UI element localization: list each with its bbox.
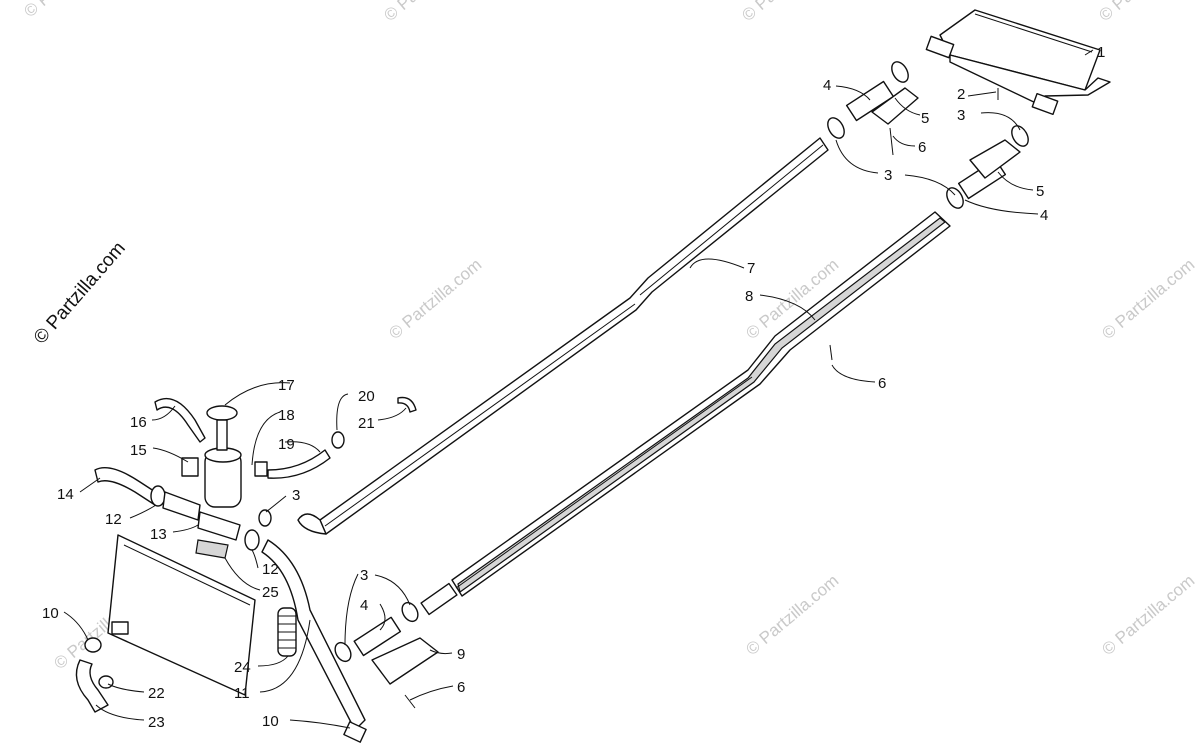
callout-3: 3 — [884, 167, 892, 184]
callout-17: 17 — [278, 377, 295, 394]
callout-18: 18 — [278, 407, 295, 424]
callout-5: 5 — [1036, 183, 1044, 200]
callout-3: 3 — [957, 107, 965, 124]
callout-4: 4 — [360, 597, 368, 614]
callout-24: 24 — [234, 659, 251, 676]
callout-25: 25 — [262, 584, 279, 601]
part-cooling-tube-8 — [420, 211, 951, 616]
callout-5: 5 — [921, 110, 929, 127]
callout-1: 1 — [1097, 44, 1105, 61]
callout-3: 3 — [360, 567, 368, 584]
watermark: © Partzilla.com — [1095, 0, 1195, 25]
watermark: © Partzilla.com — [1098, 255, 1198, 343]
part-coupler-bottom — [334, 601, 439, 709]
part-cooling-tube-7 — [297, 137, 829, 535]
callout-19: 19 — [278, 436, 295, 453]
part-spring — [277, 607, 297, 657]
callout-13: 13 — [150, 526, 167, 543]
callout-10: 10 — [262, 713, 279, 730]
callout-20: 20 — [358, 388, 375, 405]
part-radiator — [107, 534, 256, 696]
callout-6: 6 — [918, 139, 926, 156]
callout-6: 6 — [878, 375, 886, 392]
watermark: © Partzilla.com — [20, 0, 120, 21]
watermark: © Partzilla.com — [385, 255, 485, 343]
part-coolant-bottle — [154, 396, 417, 508]
callout-21: 21 — [358, 415, 375, 432]
part-tee-fitting — [94, 467, 272, 559]
part-coupler-lower — [829, 88, 1029, 361]
part-coupler-upper — [827, 61, 919, 156]
watermark: © Partzilla.com — [1098, 571, 1198, 659]
callout-4: 4 — [823, 77, 831, 94]
watermark: © Partzilla.com — [380, 0, 480, 25]
callout-2: 2 — [957, 86, 965, 103]
callout-4: 4 — [1040, 207, 1048, 224]
callout-3: 3 — [292, 487, 300, 504]
watermark: © Partzilla.com — [742, 571, 842, 659]
credit-text: © Partzilla.com — [30, 238, 130, 348]
callout-23: 23 — [148, 714, 165, 731]
leader-lines — [63, 49, 1094, 729]
callout-group: 1 2 3 4 5 6 3 5 4 7 8 6 17 20 16 18 21 1… — [42, 44, 1105, 731]
callout-12: 12 — [262, 561, 279, 578]
callout-7: 7 — [747, 260, 755, 277]
part-heat-exchanger — [925, 9, 1111, 116]
part-hose-11 — [261, 539, 367, 743]
callout-10: 10 — [42, 605, 59, 622]
callout-15: 15 — [130, 442, 147, 459]
callout-16: 16 — [130, 414, 147, 431]
callout-9: 9 — [457, 646, 465, 663]
callout-8: 8 — [745, 288, 753, 305]
callout-22: 22 — [148, 685, 165, 702]
watermark: © Partzilla.com — [738, 0, 838, 25]
callout-11: 11 — [234, 685, 250, 702]
callout-12: 12 — [105, 511, 122, 528]
callout-14: 14 — [57, 486, 74, 503]
callout-6: 6 — [457, 679, 465, 696]
